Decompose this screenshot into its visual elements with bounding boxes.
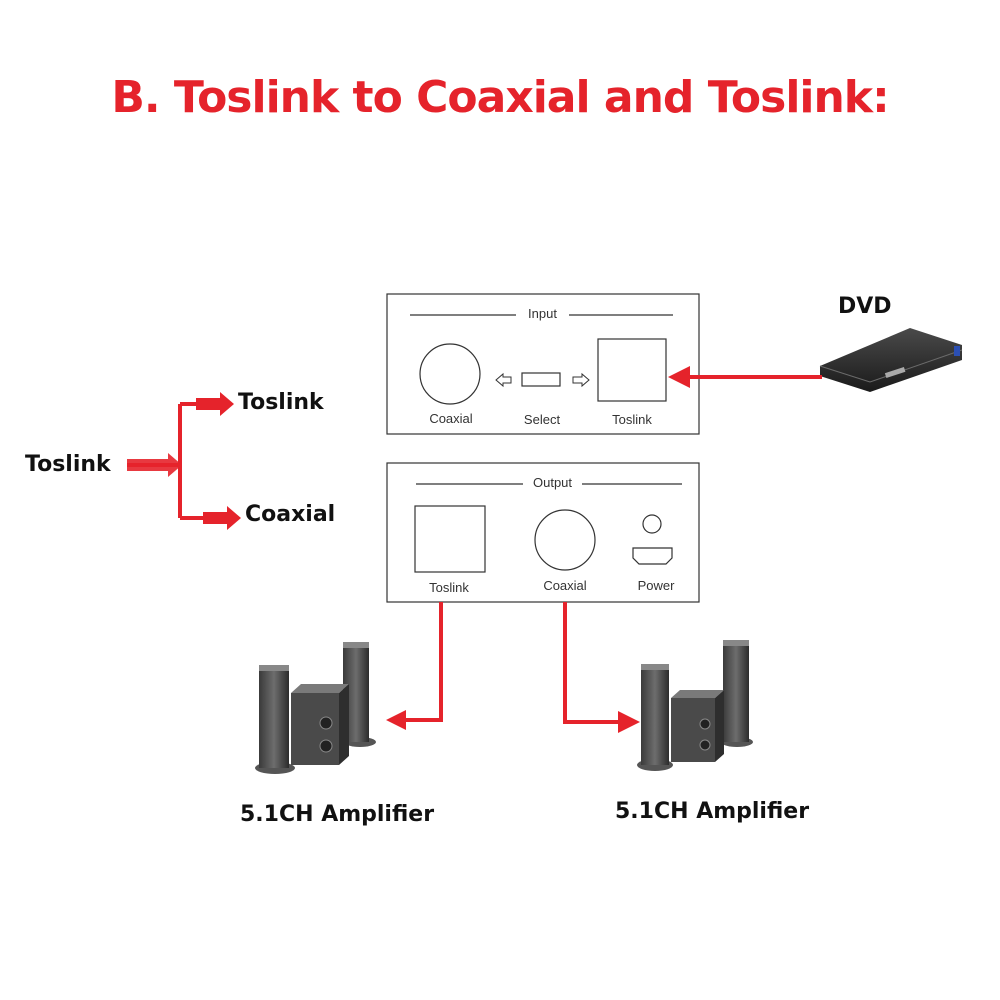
right-speaker-set-icon <box>637 640 753 771</box>
output-coaxial-jack <box>534 509 596 571</box>
dvd-arrow <box>668 366 690 388</box>
output-panel <box>386 462 700 603</box>
diagram-title: B. Toslink to Coaxial and Toslink: <box>111 72 889 123</box>
arrow-left-icon <box>495 372 512 388</box>
input-heading: Input <box>528 306 557 321</box>
legend-arrow-toslink <box>196 392 234 416</box>
dvd-label: DVD <box>838 294 892 319</box>
legend-toslink-label: Toslink <box>238 390 324 415</box>
legend-arrow-coaxial <box>203 506 241 530</box>
select-button <box>521 372 561 387</box>
input-toslink-label: Toslink <box>612 412 652 427</box>
output-coaxial-label: Coaxial <box>543 578 587 593</box>
left-amp-arrow <box>386 710 406 730</box>
input-coaxial-label: Coaxial <box>429 411 473 426</box>
left-speaker-set-icon <box>255 642 376 774</box>
power-port <box>632 547 673 565</box>
legend-coaxial-label: Coaxial <box>245 502 336 527</box>
output-cables <box>403 602 620 724</box>
output-toslink-label: Toslink <box>429 580 469 595</box>
right-amp-arrow <box>618 711 640 733</box>
legend-source-label: Toslink <box>25 452 111 477</box>
input-coaxial-jack <box>419 343 481 405</box>
output-toslink-port <box>414 505 486 573</box>
arrow-right-icon <box>572 372 590 388</box>
legend-arrow-in <box>127 453 182 477</box>
right-amplifier-label: 5.1CH Amplifier <box>615 799 810 824</box>
input-toslink-port <box>597 338 667 402</box>
left-amplifier-label: 5.1CH Amplifier <box>240 802 435 827</box>
dvd-player-icon <box>819 328 963 392</box>
power-led <box>642 514 662 534</box>
select-label: Select <box>523 412 561 427</box>
output-heading: Output <box>532 475 573 490</box>
input-panel <box>386 293 700 435</box>
power-label: Power <box>637 578 675 593</box>
